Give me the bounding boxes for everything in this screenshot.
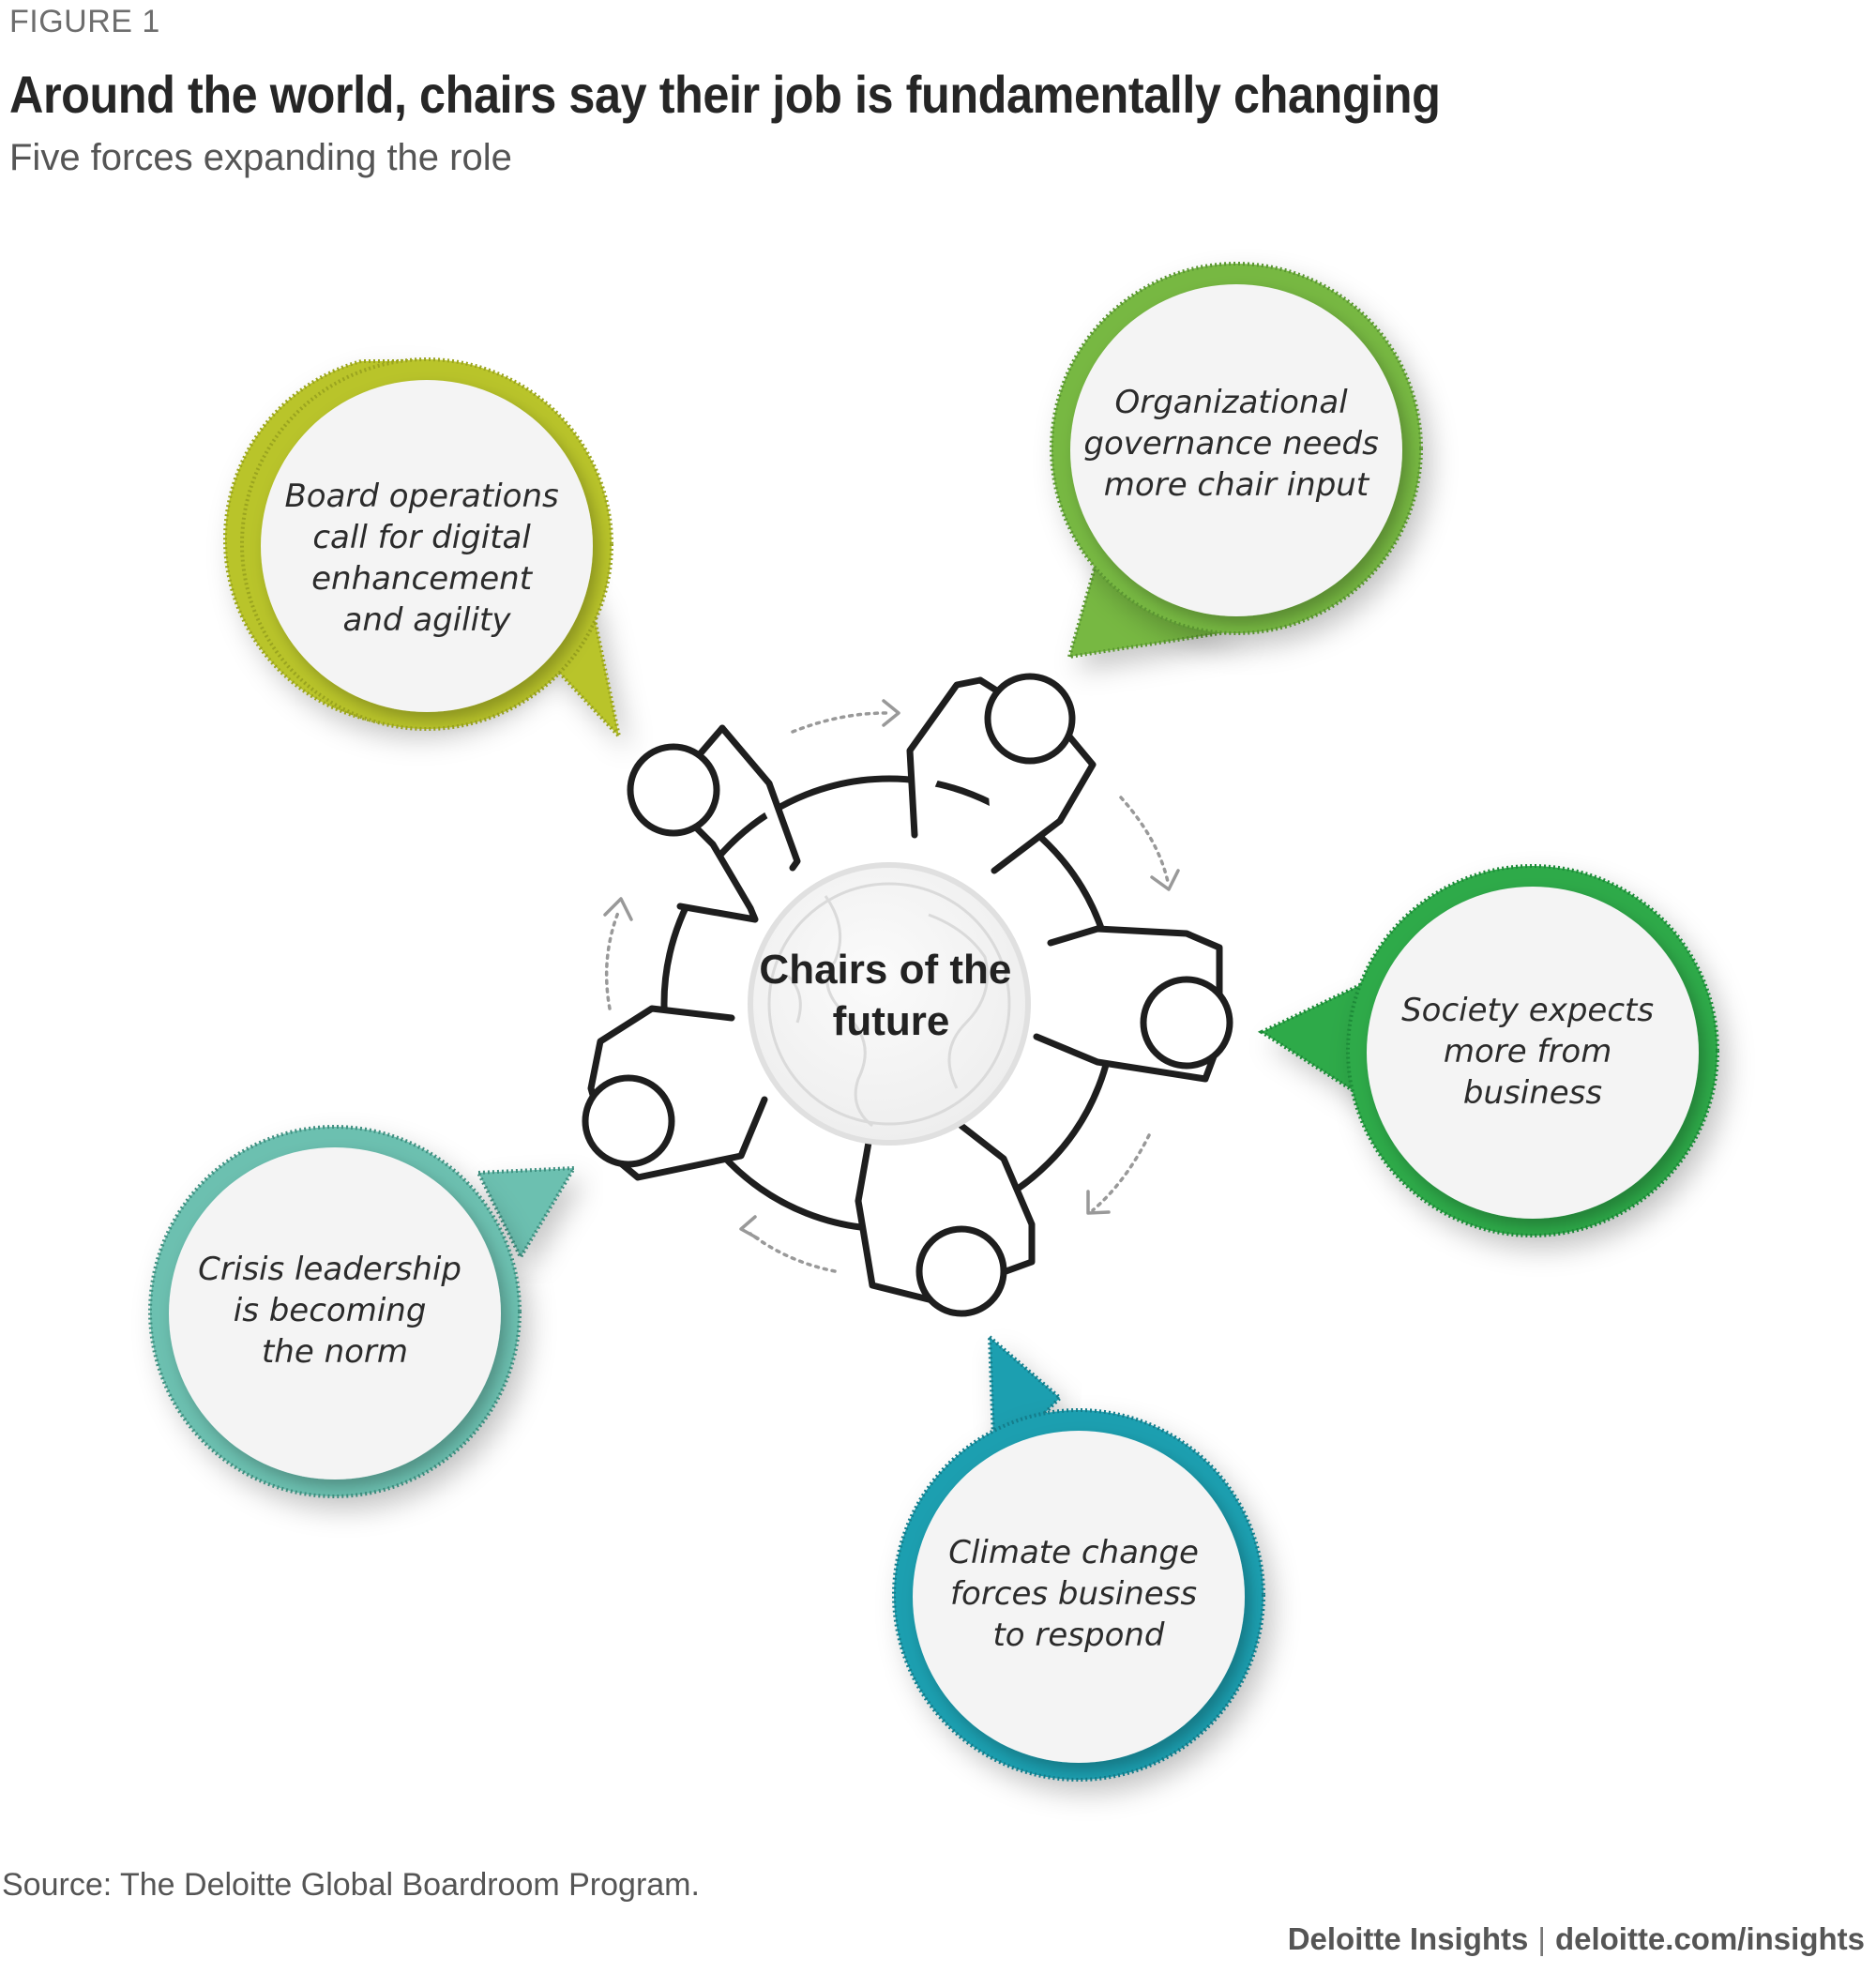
globe-disc [748,862,1031,1146]
force-text-board-operations: Board operations call for digital enhanc… [284,478,568,639]
footer-brand: Deloitte Insights [1287,1921,1529,1956]
source-note: Source: The Deloitte Global Boardroom Pr… [2,1867,700,1903]
center-label: Chairs of the future [759,947,1022,1044]
force-bubble-crisis: Crisis leadership is becoming the norm [148,1125,578,1498]
figure-title: Around the world, chairs say their job i… [9,65,1441,124]
round-table-illustration: Chairs of the future [582,673,1233,1317]
figure-label: FIGURE 1 [9,4,160,39]
force-text-crisis: Crisis leadership is becoming the norm [198,1251,472,1371]
force-bubble-board-operations: Board operations call for digital enhanc… [222,357,623,743]
person-icon [582,1005,768,1181]
figure-subtitle: Five forces expanding the role [9,137,512,178]
footer-url[interactable]: deloitte.com/insights [1554,1921,1865,1956]
force-bubble-society: Society expects more from business [1257,864,1719,1237]
force-bubble-climate: Climate change forces business to respon… [892,1332,1265,1782]
force-text-society: Society expects more from business [1401,992,1664,1112]
footer-credit: Deloitte Insights|deloitte.com/insights [1288,1921,1865,1957]
cycle-arrowheads [603,699,1180,1240]
force-text-climate: Climate change forces business to respon… [948,1534,1209,1654]
person-icon [1033,925,1233,1083]
force-text-governance: Organizational governance needs more cha… [1083,384,1388,504]
person-icon [906,673,1097,874]
globe-icon [767,882,1011,1128]
person-icon [627,724,801,923]
footer-separator: | [1537,1921,1546,1956]
force-bubble-governance: Organizational governance needs more cha… [1050,262,1423,660]
person-icon [855,1117,1036,1317]
